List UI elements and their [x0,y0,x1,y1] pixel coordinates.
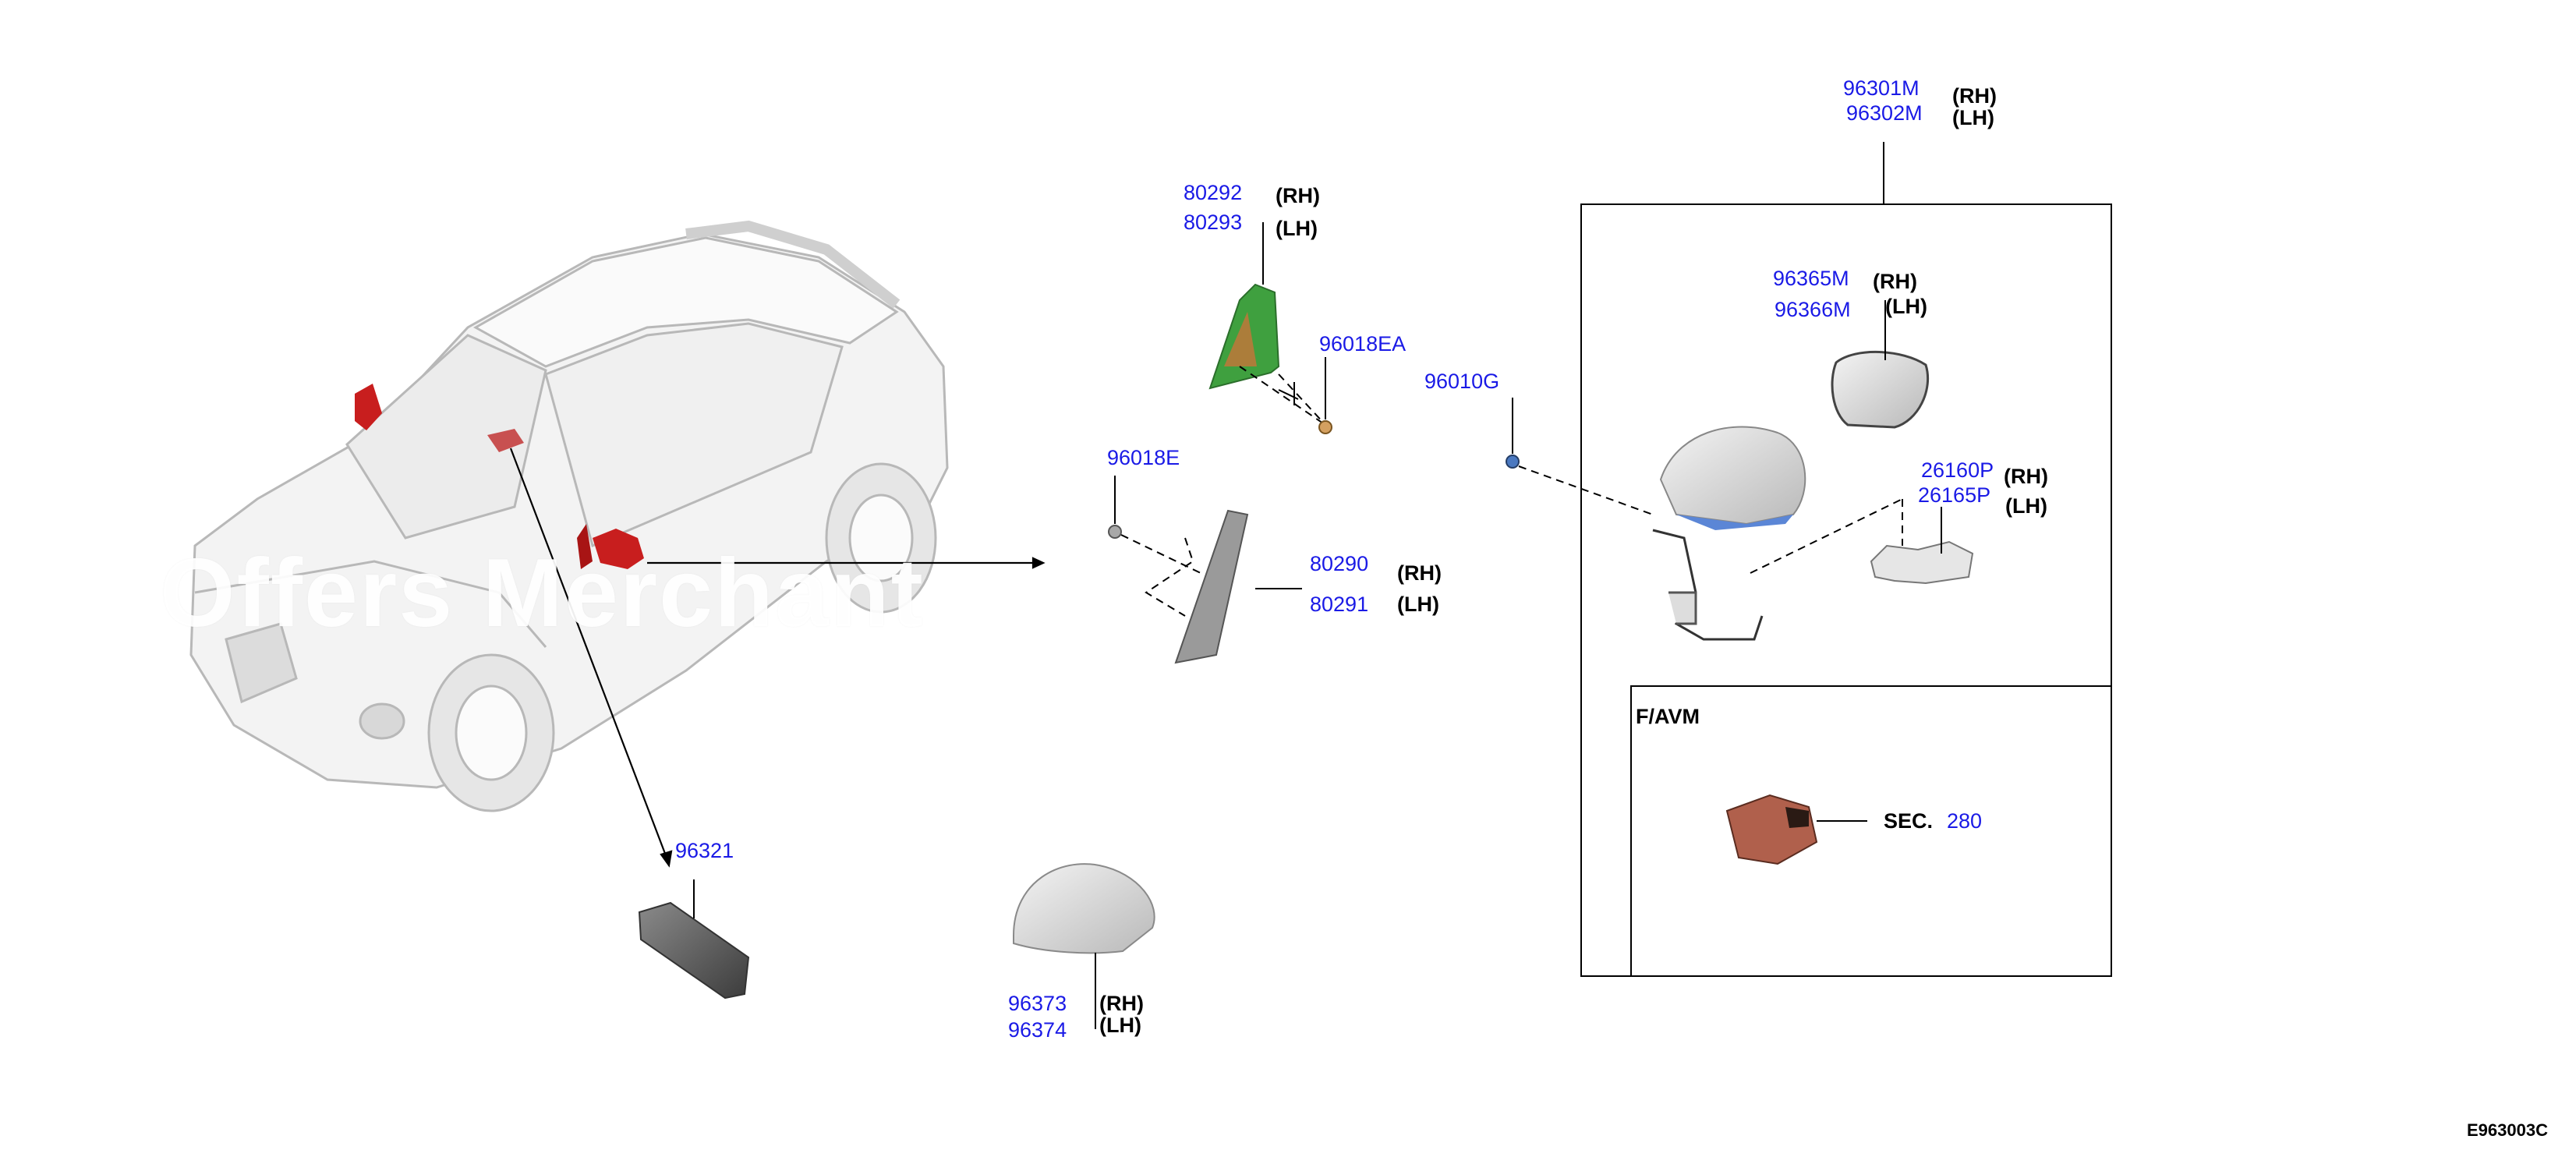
screw-96018ea [1318,357,1332,434]
side-lh-80291: (LH) [1397,593,1439,616]
gasket-part [1208,222,1326,426]
callout-96301m[interactable]: 96301M [1843,76,1920,100]
side-lh-96366m: (LH) [1885,295,1927,318]
callout-96373[interactable]: 96373 [1008,992,1067,1015]
section-ref-number[interactable]: 280 [1947,809,1983,833]
actuator-part [1870,499,1974,585]
callout-96374[interactable]: 96374 [1008,1018,1067,1042]
callout-96365m[interactable]: 96365M [1773,267,1849,290]
callout-80292[interactable]: 80292 [1184,181,1243,204]
side-rh-80292: (RH) [1276,184,1320,207]
side-lh-96374: (LH) [1099,1014,1141,1037]
callout-26160p[interactable]: 26160P [1921,458,1994,482]
mirror-glass-part [1831,300,1930,429]
side-rh-96301m: (RH) [1952,84,1997,108]
watermark-text: Offers Merchant [160,540,925,647]
callout-96302m[interactable]: 96302M [1846,101,1923,125]
highlight-mirror-left [355,384,382,430]
side-rh-96373: (RH) [1099,992,1144,1015]
callout-80293[interactable]: 80293 [1184,211,1243,234]
box-title-favm: F/AVM [1636,705,1700,728]
callout-80291[interactable]: 80291 [1310,593,1369,616]
highlight-mirror-right [593,529,644,569]
side-lh-96302m: (LH) [1952,106,1994,129]
side-lh-26165p: (LH) [2005,494,2047,518]
side-rh-80290: (RH) [1397,561,1442,585]
corner-finisher-part [1145,509,1302,664]
screw-96018e [1108,476,1201,574]
section-ref-prefix: SEC. [1884,809,1934,833]
callout-96018ea[interactable]: 96018EA [1319,332,1407,356]
assembly-box [1580,142,2112,977]
callout-96010g[interactable]: 96010G [1424,370,1500,393]
vehicle-illustration [189,220,949,812]
screw-96010g [1506,398,1654,515]
door-mirror-assembly [1652,426,1903,641]
highlight-inner-mirror [487,429,524,452]
callout-96321[interactable]: 96321 [675,839,734,862]
figure-code: E963003C [2467,1120,2548,1140]
callout-26165p[interactable]: 26165P [1918,483,1991,507]
highlight-mirror-glass [577,524,593,569]
callout-96366m[interactable]: 96366M [1775,298,1851,321]
inner-mirror-part [638,879,750,1000]
mirror-cover-part [1013,863,1155,1029]
side-rh-26160p: (RH) [2004,465,2048,488]
avm-camera-part [1725,794,1867,865]
callout-96018e[interactable]: 96018E [1107,446,1180,469]
side-lh-80293: (LH) [1276,217,1318,240]
side-rh-96365m: (RH) [1873,270,1917,293]
callout-80290[interactable]: 80290 [1310,552,1369,575]
car-leaders [509,448,1046,868]
